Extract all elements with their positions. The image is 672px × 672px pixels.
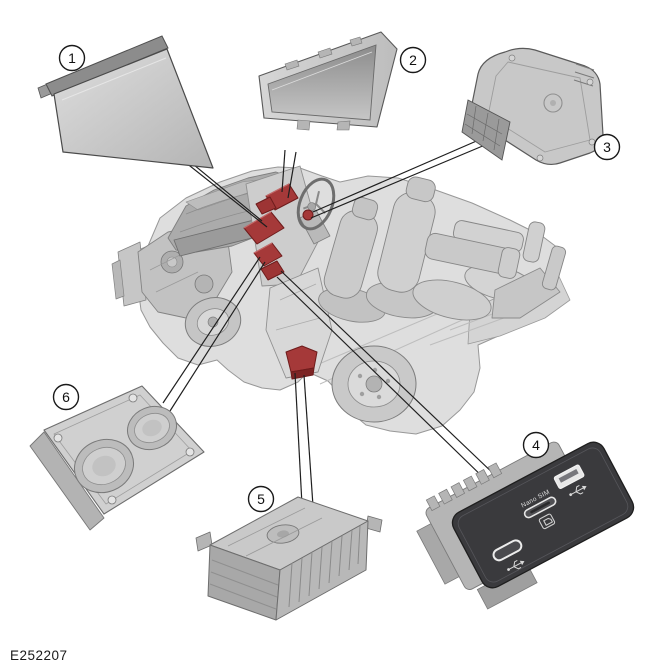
- callout-3-number: 3: [603, 139, 611, 155]
- marker-media-hub-location: [260, 260, 285, 281]
- callout-4: 4: [522, 431, 550, 459]
- usb-symbol-icon: [569, 485, 587, 497]
- leader-line-4a: [280, 270, 498, 478]
- display-back-face: [53, 48, 214, 169]
- leader-line-3b: [310, 144, 486, 219]
- center-console-panel: [265, 267, 333, 379]
- display-top-edge: [45, 35, 169, 97]
- callout-6: 6: [52, 383, 80, 411]
- usb-symbol-icon: [507, 559, 525, 571]
- sim-card-icon: [538, 513, 556, 530]
- callout-4-number: 4: [532, 437, 540, 453]
- marker-cluster-location-lower: [255, 196, 277, 215]
- leader-line-4b: [276, 276, 492, 486]
- component-4-media-interface-hub: Nano SIM: [416, 441, 635, 610]
- figure-id-label: E252207: [10, 648, 68, 663]
- callout-5: 5: [247, 485, 275, 513]
- component-6-speaker-enclosure: [29, 385, 205, 531]
- rear-wheel: [331, 345, 417, 423]
- callout-balloons: 1 2 3 4 5 6: [52, 44, 621, 513]
- leader-line-5a: [294, 372, 303, 506]
- mount-hole: [185, 447, 195, 457]
- front-passenger-seat: [318, 196, 386, 323]
- front-wheel-hub: [184, 297, 242, 347]
- speaker-cone-rear: [127, 405, 177, 451]
- speaker-cone-front: [74, 438, 134, 494]
- module-boss: [543, 93, 563, 113]
- floor-rib-lines: [299, 295, 541, 385]
- callout-3: 3: [593, 133, 621, 161]
- cluster-mount-lug: [296, 119, 311, 131]
- mount-hole: [53, 433, 63, 443]
- component-5-audio-amplifier: [195, 496, 383, 621]
- marker-amplifier-location-side: [290, 367, 315, 380]
- leader-line-5b: [303, 374, 314, 507]
- component-1-touchscreen-display: [37, 35, 214, 169]
- callout-6-number: 6: [62, 389, 70, 405]
- callout-1-number: 1: [68, 50, 76, 66]
- leader-line-6a: [162, 256, 261, 404]
- marker-module-location-dot: [302, 209, 314, 221]
- callout-2-number: 2: [409, 52, 417, 68]
- callout-5-number: 5: [257, 491, 265, 507]
- component-location-markers: [243, 183, 318, 380]
- callout-2: 2: [399, 46, 427, 74]
- leader-line-6b: [169, 261, 266, 412]
- leader-line-2a: [281, 149, 286, 193]
- front-bracket: [111, 259, 125, 300]
- component-3-display-module: [461, 47, 604, 166]
- amp-mount-tab: [365, 515, 383, 533]
- speaker-box-flange: [29, 431, 105, 531]
- leader-line-3a: [312, 135, 489, 213]
- mount-hole: [128, 393, 138, 403]
- usb-c-port: [492, 539, 523, 562]
- leader-lines: [130, 112, 498, 507]
- callout-1: 1: [58, 44, 86, 72]
- third-row-seats: [491, 221, 567, 319]
- cluster-screen: [267, 44, 377, 121]
- component-2-instrument-cluster: [258, 31, 398, 131]
- mount-hole: [107, 495, 117, 505]
- cluster-mount-lug: [336, 120, 351, 131]
- leader-line-2b: [287, 151, 297, 199]
- marker-amplifier-location-top: [285, 345, 318, 373]
